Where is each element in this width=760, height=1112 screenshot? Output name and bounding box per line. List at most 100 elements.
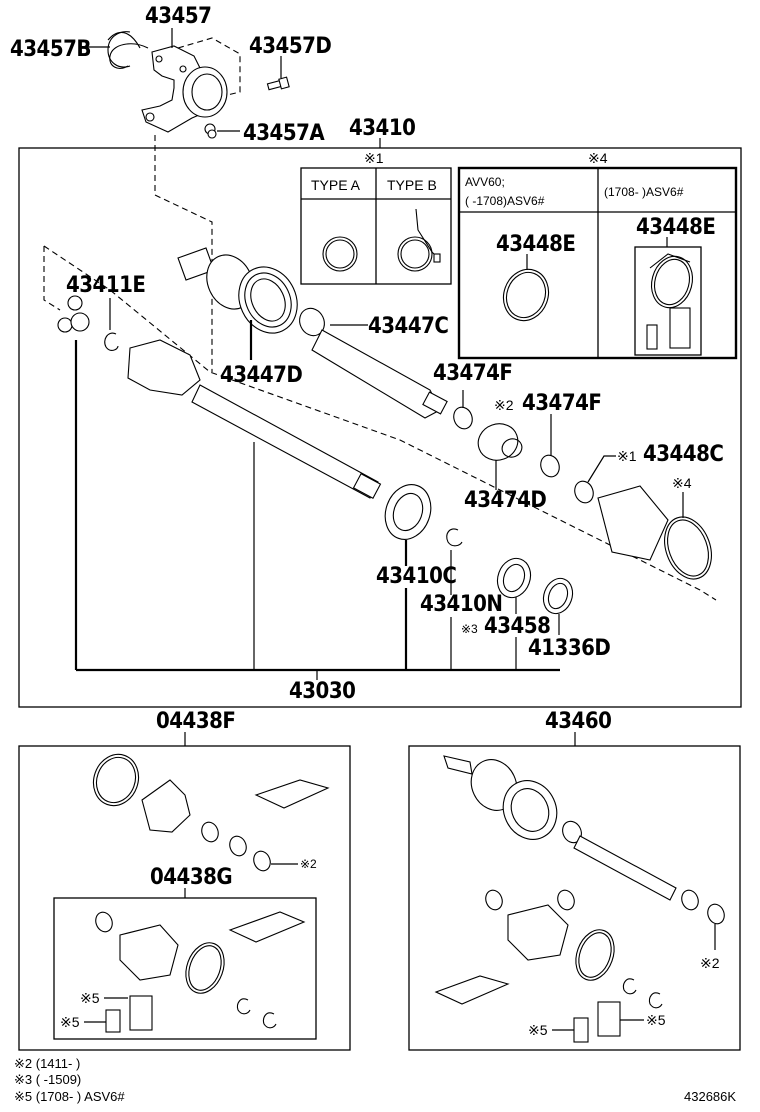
- bracket-group: 43457 43457B 43457D 43457A: [10, 4, 332, 372]
- bearing-43410c: [384, 484, 432, 540]
- type-b-header: TYPE B: [387, 177, 437, 193]
- label-43448e-col1: 43448E: [496, 232, 575, 257]
- grease-pack: [228, 911, 306, 943]
- seal-41336d: [542, 577, 574, 615]
- kit-04438f-parts: [92, 753, 330, 872]
- boot: [119, 924, 179, 981]
- small-clamp: [485, 889, 503, 911]
- spider-43411e: [57, 295, 90, 333]
- bracket-hole: [155, 55, 163, 63]
- joint-43474d: [477, 423, 519, 461]
- clamp-type-table: ※1 TYPE A TYPE B: [300, 150, 452, 285]
- bolt-43457a: [204, 123, 217, 139]
- kit-f-note-2: ※2: [300, 857, 317, 871]
- footnote-5: ※5 (1708- ) ASV6#: [14, 1089, 125, 1104]
- guide-dashed-left: [43, 246, 61, 311]
- label-43474f-1: 43474F: [433, 361, 512, 386]
- snap-ring: [236, 998, 251, 1015]
- label-43474d: 43474D: [464, 488, 546, 513]
- label-43030: 43030: [289, 679, 355, 704]
- type-a-header: TYPE A: [311, 177, 361, 193]
- snap-ring: [262, 1012, 277, 1029]
- label-43410c: 43410C: [376, 564, 456, 589]
- large-band: [92, 753, 140, 807]
- variant-col1-header-line2: ( -1708)ASV6#: [465, 194, 545, 208]
- snap-ring: [622, 978, 637, 995]
- boot-band-43448e-new: [650, 255, 694, 309]
- note-43458: ※3: [461, 622, 478, 636]
- small-clamp: [681, 889, 699, 911]
- label-43457: 43457: [145, 4, 211, 29]
- note-43474f-2: ※2: [494, 397, 514, 413]
- snap-ring-43410n: [446, 528, 463, 547]
- document-id: 432686K: [684, 1089, 736, 1104]
- kit-60-note-5b: ※5: [646, 1012, 666, 1028]
- label-43458: 43458: [484, 614, 550, 639]
- kit-60-note-5a: ※5: [528, 1022, 548, 1038]
- snap-ring: [648, 992, 663, 1009]
- clamp-type-a: [322, 236, 358, 272]
- label-41336d: 41336D: [528, 636, 610, 661]
- small-clamp: [707, 903, 725, 925]
- snap-ring-outline: [107, 31, 131, 68]
- grease-pack: [254, 779, 330, 809]
- kit-43460-frame: [408, 745, 741, 1051]
- main-assembly-frame: [18, 147, 742, 708]
- grease-sheet: [646, 324, 658, 350]
- kit-04438f-frame: [18, 745, 351, 1051]
- boot-band-43448e: [664, 516, 712, 580]
- note-boot-band: ※4: [672, 475, 692, 491]
- variant-col2-header: (1708- )ASV6#: [604, 185, 684, 199]
- bracket-bore-inner: [191, 73, 223, 111]
- outer-joint-shaft: [177, 247, 448, 419]
- kit-60-note-2: ※2: [700, 955, 720, 971]
- boot: [141, 779, 191, 833]
- label-43457d: 43457D: [249, 34, 331, 59]
- label-43460: 43460: [545, 709, 611, 734]
- label-43410n: 43410N: [420, 592, 502, 617]
- bracket-hole: [145, 112, 155, 122]
- kit-43460-parts: [434, 755, 725, 1043]
- note-43448c: ※1: [617, 448, 637, 464]
- kit-g-note-5b: ※5: [60, 1014, 80, 1030]
- small-clamp: [253, 850, 271, 872]
- grease-sheet: [129, 995, 153, 1031]
- type-table-note: ※1: [364, 150, 384, 166]
- small-clamp: [229, 835, 247, 857]
- boot-2: [507, 904, 569, 961]
- boot-band-variant-table: ※4 AVV60; ( -1708)ASV6# (1708- )ASV6# 43…: [457, 150, 738, 360]
- label-04438g: 04438G: [150, 865, 232, 890]
- outer-spline: [443, 755, 473, 775]
- label-43457b: 43457B: [10, 37, 91, 62]
- large-band: [575, 929, 615, 981]
- bracket-bore: [182, 66, 228, 118]
- label-43447c: 43447C: [368, 314, 448, 339]
- label-43457a: 43457A: [243, 121, 325, 146]
- kit-g-note-5a: ※5: [80, 990, 100, 1006]
- bracket-hole: [179, 65, 187, 73]
- boot-clamp-43447c: [299, 307, 325, 337]
- variant-col1-header-line1: AVV60;: [465, 175, 505, 189]
- small-clamp: [557, 889, 575, 911]
- snap-ring-43457b: [107, 31, 149, 69]
- large-band: [185, 942, 225, 994]
- label-43410: 43410: [349, 116, 415, 141]
- label-04438f: 04438F: [156, 709, 235, 734]
- boot-43447d: [238, 266, 298, 334]
- grease-pack: [434, 975, 510, 1005]
- footnote-2: ※2 (1411- ): [14, 1056, 80, 1071]
- grease-sheet: [573, 1017, 589, 1043]
- grease-sheet: [105, 1009, 121, 1033]
- outer-shaft-bar: [311, 329, 441, 419]
- footnote-3: ※3 ( -1509): [14, 1072, 81, 1087]
- kit-04438g-parts: [84, 911, 306, 1033]
- label-43448c: 43448C: [643, 442, 723, 467]
- clamp-43474f-2: [540, 454, 560, 478]
- snap-ring-43411e: [104, 332, 119, 351]
- label-43411e: 43411E: [66, 273, 145, 298]
- small-clamp: [201, 821, 219, 843]
- shaft-bar: [573, 835, 677, 901]
- bolt-43457d: [266, 76, 290, 91]
- tripod-housing: [127, 339, 201, 396]
